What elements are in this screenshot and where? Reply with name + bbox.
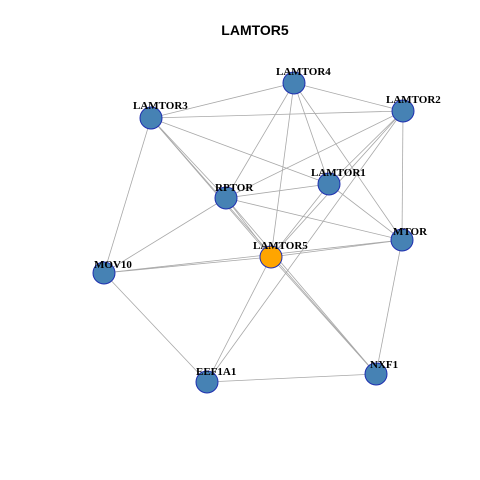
node-rptor — [214, 186, 238, 210]
node-label-rptor: RPTOR — [215, 182, 254, 194]
node-label-lamtor2: LAMTOR2 — [386, 94, 441, 106]
node-label-nxf1: NXF1 — [370, 359, 398, 371]
node-label-eef1a1: EEF1A1 — [196, 366, 236, 378]
edges-layer — [103, 82, 404, 383]
node-label-lamtor1: LAMTOR1 — [311, 167, 366, 179]
node-mov10 — [92, 261, 116, 285]
edge-lamtor1-mtor — [328, 183, 403, 241]
node-label-lamtor4: LAMTOR4 — [276, 66, 331, 78]
node-label-lamtor5: LAMTOR5 — [253, 240, 308, 252]
edge-lamtor5-mov10 — [103, 256, 272, 274]
node-lamtor3 — [139, 106, 163, 130]
node-label-mtor: MTOR — [393, 226, 428, 238]
edge-lamtor3-nxf1 — [150, 117, 377, 375]
edge-lamtor2-rptor — [225, 110, 404, 199]
diagram-title: LAMTOR5 — [221, 22, 289, 38]
edge-lamtor4-mtor — [293, 82, 403, 241]
edge-lamtor1-lamtor5 — [270, 183, 330, 258]
edge-rptor-mtor — [225, 197, 403, 241]
node-lamtor5 — [259, 245, 283, 269]
edge-lamtor2-mtor — [401, 110, 404, 241]
edge-eef1a1-nxf1 — [206, 373, 377, 383]
edge-mtor-nxf1 — [375, 239, 403, 375]
edge-lamtor5-eef1a1 — [206, 256, 272, 383]
node-mtor — [390, 228, 414, 252]
edge-lamtor4-lamtor3 — [150, 82, 295, 119]
node-eef1a1 — [195, 370, 219, 394]
edge-mov10-eef1a1 — [103, 272, 208, 383]
edge-lamtor3-lamtor2 — [150, 110, 404, 119]
node-lamtor1 — [317, 172, 341, 196]
node-lamtor2 — [391, 99, 415, 123]
node-lamtor4 — [282, 71, 306, 95]
nodes-layer — [92, 71, 415, 394]
edge-lamtor2-lamtor1 — [328, 110, 404, 185]
edge-lamtor3-rptor — [150, 117, 227, 199]
edge-rptor-nxf1 — [225, 197, 377, 375]
node-label-mov10: MOV10 — [94, 259, 132, 271]
edge-lamtor5-nxf1 — [270, 256, 377, 375]
edge-lamtor3-lamtor1 — [150, 117, 330, 185]
node-nxf1 — [364, 362, 388, 386]
edge-mtor-lamtor5 — [270, 239, 403, 258]
edge-lamtor4-lamtor2 — [293, 82, 404, 112]
edge-lamtor4-lamtor1 — [293, 82, 330, 185]
edge-lamtor2-eef1a1 — [206, 110, 404, 383]
edge-rptor-mov10 — [103, 197, 227, 274]
edge-mtor-mov10 — [103, 239, 403, 274]
edge-lamtor3-mov10 — [103, 117, 152, 274]
node-label-lamtor3: LAMTOR3 — [133, 100, 188, 112]
edge-lamtor4-rptor — [225, 82, 295, 199]
edge-lamtor1-rptor — [225, 183, 330, 199]
edge-rptor-lamtor5 — [225, 197, 272, 258]
